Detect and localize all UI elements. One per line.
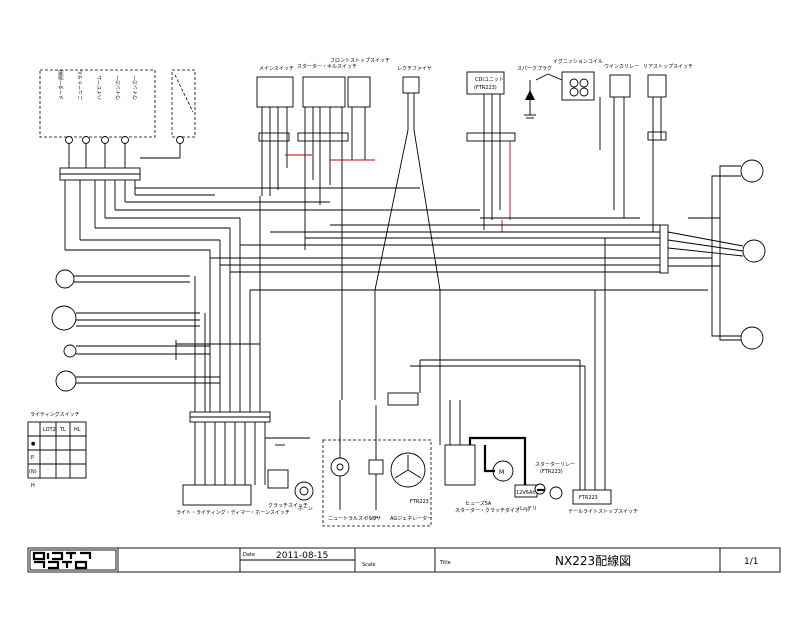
svg-text:1/1: 1/1 — [744, 557, 758, 567]
svg-text:ニュートラルスイッチ: ニュートラルスイッチ — [328, 516, 378, 522]
svg-text:スターター・キルスイッチ: スターター・キルスイッチ — [297, 63, 357, 70]
svg-text:ウインカリレー: ウインカリレー — [604, 63, 639, 70]
down-wires — [194, 196, 261, 412]
spark-plug: スパークプラグ — [517, 65, 552, 119]
right-lamps — [667, 159, 766, 350]
svg-text:ヒューズ5A: ヒューズ5A — [465, 500, 492, 507]
switch-connector-wires — [194, 422, 310, 485]
svg-text:HL: HL — [74, 427, 81, 433]
svg-text:リアストップスイッチ: リアストップスイッチ — [643, 64, 693, 70]
svg-text:●: ● — [31, 441, 36, 447]
svg-text:ライト・ライティング・ディマー・ホーンスイッチ: ライト・ライティング・ディマー・ホーンスイッチ — [176, 509, 290, 516]
connector — [297, 132, 349, 142]
ignition-coil: イグニッションコイル — [535, 58, 603, 101]
svg-text:ライティングスイッチ: ライティングスイッチ — [30, 411, 80, 418]
svg-text:FTR223: FTR223 — [410, 499, 429, 505]
winker-relay: ウインカリレー — [604, 63, 639, 98]
connector — [466, 132, 516, 142]
top-wires — [261, 93, 662, 400]
title-block: Date 2011-08-15 Scale Title NX223配線図 1/1 — [27, 547, 781, 573]
svg-text:Scale: Scale — [362, 562, 375, 568]
svg-text:AGジェネレーター: AGジェネレーター — [390, 515, 432, 522]
svg-text:P: P — [31, 455, 34, 461]
connector — [258, 132, 290, 142]
starter-heavy-wires — [468, 436, 545, 492]
svg-text:フロントストップスイッチ: フロントストップスイッチ — [330, 58, 390, 64]
svg-text:2011-08-15: 2011-08-15 — [276, 551, 328, 561]
left-lamps — [51, 269, 260, 392]
logo — [29, 549, 117, 571]
svg-text:スターター・クラッチダイオード: スターター・クラッチダイオード — [455, 507, 530, 514]
svg-text:Date: Date — [243, 552, 255, 558]
svg-text:バッテリ: バッテリ — [517, 506, 537, 512]
svg-text:ニュートラル: ニュートラル — [78, 70, 84, 100]
cdi-unit: CDIユニット (FTR223) — [466, 71, 505, 95]
svg-text:テールライトストップスイッチ: テールライトストップスイッチ — [568, 509, 638, 515]
horn: ホーン — [294, 481, 314, 512]
connector — [647, 131, 667, 141]
svg-text:ホーン: ホーン — [298, 506, 313, 512]
svg-text:LOT2: LOT2 — [43, 427, 56, 433]
starter-motor: M — [492, 460, 514, 482]
pulser: パルサ — [366, 405, 384, 522]
svg-text:CDIユニット: CDIユニット — [475, 77, 504, 83]
main-buses — [210, 217, 708, 400]
svg-text:NX223配線図: NX223配線図 — [555, 553, 631, 568]
svg-text:ウインカー: ウインカー — [115, 75, 122, 100]
ac-generator: AGジェネレーター FTR223 — [390, 452, 432, 522]
generator-group — [322, 439, 432, 527]
lower-right-wires — [410, 238, 606, 490]
clutch-switch: クラッチスイッチ — [267, 469, 308, 509]
svg-text:イグニッションコイル: イグニッションコイル — [553, 58, 603, 65]
generator-connector — [387, 392, 419, 406]
svg-text:パルサ: パルサ — [366, 516, 381, 522]
starter-relay-label: スターターリレー (FTR223) スターター・クラッチダイオード — [455, 461, 575, 514]
neutral-switch: ニュートラルスイッチ — [328, 400, 378, 522]
main-switch: メインスイッチ — [256, 66, 294, 108]
svg-text:メインスイッチ: メインスイッチ — [259, 66, 294, 72]
svg-text:スパークプラグ: スパークプラグ — [517, 65, 552, 72]
svg-text:レクチファイヤ: レクチファイヤ — [397, 66, 432, 72]
ftr-box: FTR223 テールライトストップスイッチ — [568, 489, 638, 515]
rear-connector — [659, 224, 669, 274]
meter-cluster: メーター照明 ニュートラル ハイビーム ウインカー ウインカー — [39, 69, 196, 144]
svg-text:(FTR223): (FTR223) — [474, 85, 497, 91]
svg-text:ハイビーム: ハイビーム — [96, 75, 103, 100]
meter-wires — [64, 143, 480, 251]
svg-text:(FTR223): (FTR223) — [540, 469, 563, 475]
svg-text:M: M — [499, 469, 504, 476]
svg-text:クラッチスイッチ: クラッチスイッチ — [268, 503, 308, 509]
front-stop-switch: フロントストップスイッチ — [330, 58, 390, 108]
fuse-holder — [549, 486, 563, 500]
svg-text:12V6Ah: 12V6Ah — [516, 490, 536, 496]
svg-text:ウインカー: ウインカー — [132, 75, 139, 100]
rectifier: レクチファイヤ — [397, 66, 432, 94]
svg-text:FTR223: FTR223 — [579, 495, 598, 501]
rear-stop-switch: リアストップスイッチ — [643, 64, 693, 98]
svg-text:メーター照明: メーター照明 — [58, 70, 65, 100]
lighting-dimmer-horn-switch: ライト・ライティング・ディマー・ホーンスイッチ — [176, 484, 290, 516]
svg-text:スターターリレー: スターターリレー — [535, 461, 575, 468]
svg-text:Title: Title — [439, 560, 451, 566]
svg-text:(N): (N) — [29, 469, 37, 475]
svg-text:TL: TL — [59, 427, 66, 433]
starter-kill-switch: スターター・キルスイッチ — [297, 63, 357, 108]
lighting-switch-table: ライティングスイッチ LOT2 TL HL ● P (N) H — [27, 411, 87, 489]
svg-text:H: H — [31, 483, 35, 489]
